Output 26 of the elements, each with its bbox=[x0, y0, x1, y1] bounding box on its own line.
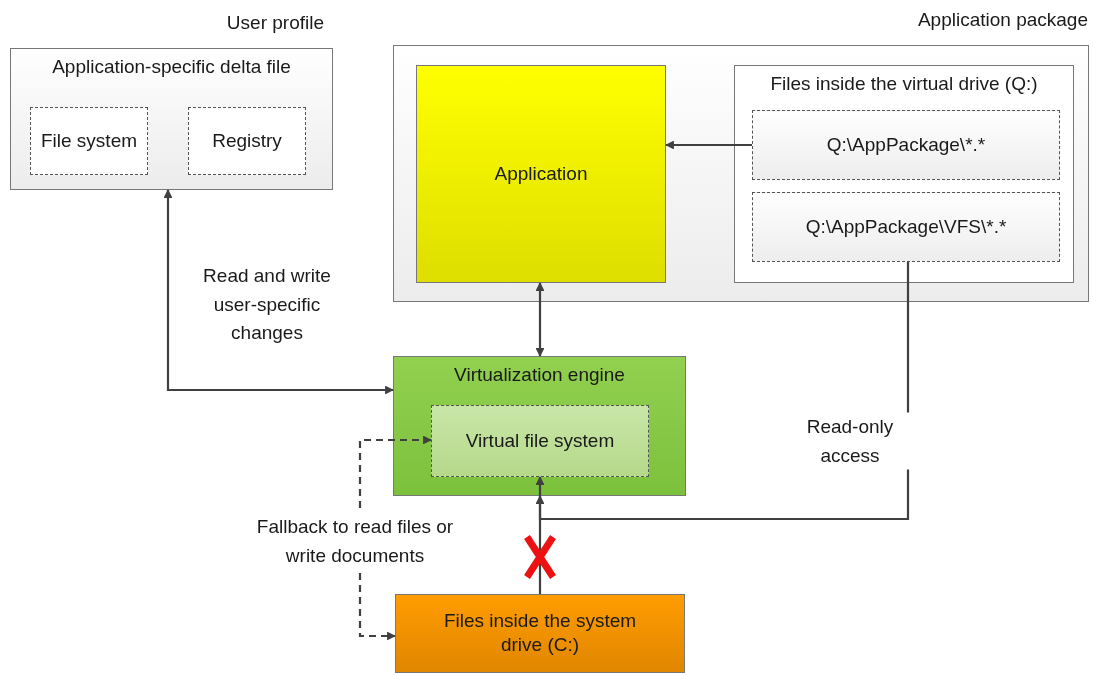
drive-panel bbox=[734, 65, 1074, 283]
arrow bbox=[535, 282, 545, 357]
dashed-box bbox=[188, 107, 306, 175]
label-text: User profile bbox=[226, 11, 324, 35]
dashed-box bbox=[752, 192, 1060, 262]
label-text: Application package bbox=[917, 8, 1088, 32]
arrow bbox=[665, 140, 752, 150]
label-text: Registry bbox=[211, 128, 283, 153]
arrow bbox=[163, 189, 394, 395]
drive-box bbox=[395, 594, 685, 673]
label-text: Application-specific delta file bbox=[51, 55, 292, 79]
label-text: Files inside the system drive (C:) bbox=[442, 608, 638, 658]
arrow bbox=[535, 495, 545, 594]
label-text: Q:\AppPackage\*.* bbox=[825, 132, 987, 157]
label-text: Files inside the virtual drive (Q:) bbox=[769, 72, 1039, 96]
label-text: Virtual file system bbox=[464, 428, 616, 453]
dashed-box bbox=[30, 107, 148, 175]
label-text: Q:\AppPackage\VFS\*.* bbox=[804, 214, 1008, 239]
application-box bbox=[416, 65, 666, 283]
label-text: File system bbox=[39, 128, 139, 153]
engine-box bbox=[393, 356, 686, 496]
dashed-box bbox=[752, 110, 1060, 180]
label-text: Application bbox=[493, 161, 589, 186]
dashed-box bbox=[431, 405, 649, 477]
label-text: Virtualization engine bbox=[453, 363, 626, 387]
arrow bbox=[535, 262, 910, 521]
